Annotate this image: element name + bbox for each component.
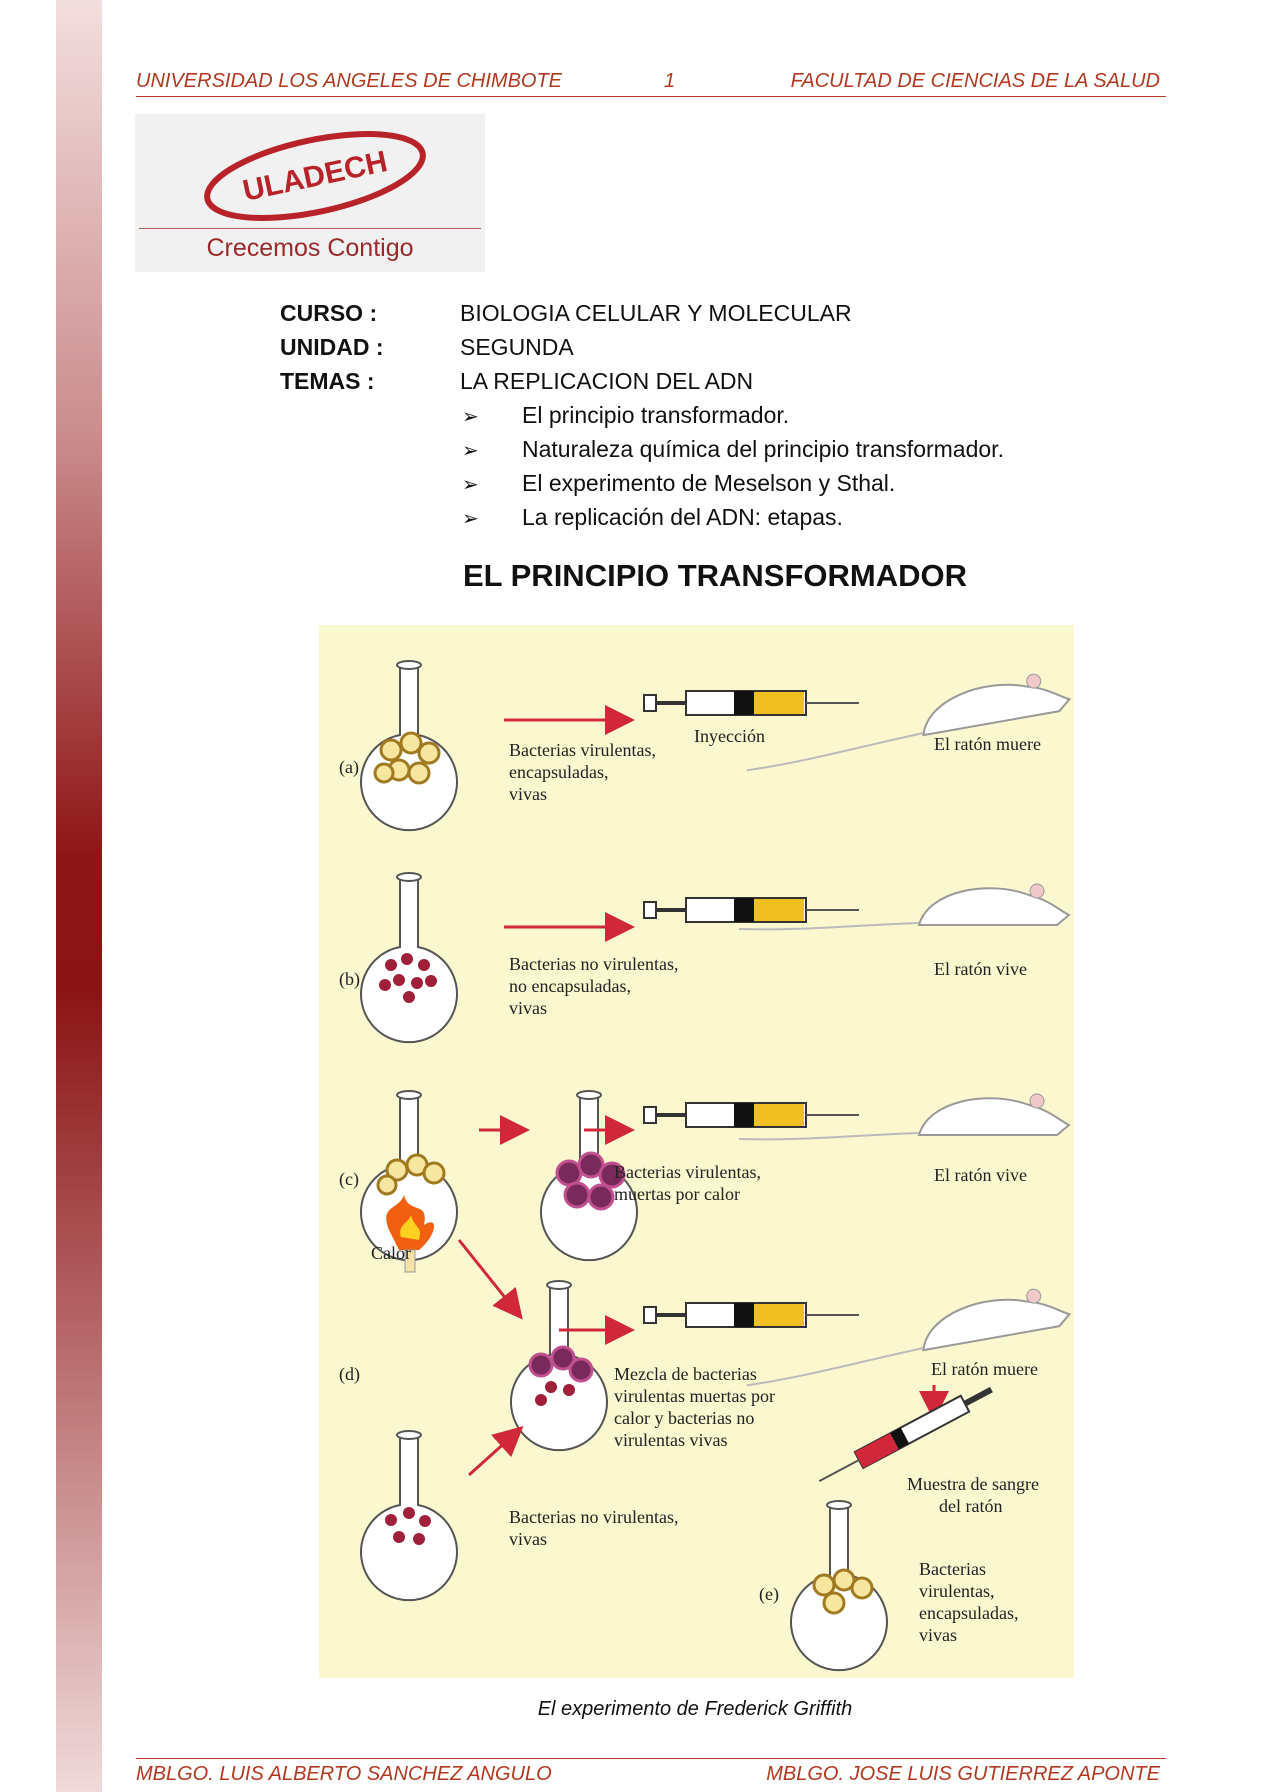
footer-author-left: MBLGO. LUIS ALBERTO SANCHEZ ANGULO	[136, 1763, 552, 1785]
uladech-seal-icon: ULADECH	[204, 131, 426, 221]
temas-value: LA REPLICACION DEL ADN	[460, 368, 754, 394]
header-page-number: 1	[664, 70, 676, 92]
svg-text:Calor: Calor	[371, 1243, 411, 1263]
svg-text:(b): (b)	[339, 969, 360, 990]
bullet-arrow-icon: ➢	[462, 508, 479, 530]
svg-text:virulentas vivas: virulentas vivas	[614, 1430, 727, 1450]
topic-bullet: ➢La replicación del ADN: etapas.	[462, 504, 843, 530]
svg-text:virulentas,: virulentas,	[919, 1581, 994, 1601]
svg-text:encapsuladas,: encapsuladas,	[919, 1603, 1018, 1623]
uladech-logo: ULADECH Crecemos Contigo	[135, 114, 485, 272]
temas-label: TEMAS :	[280, 368, 375, 394]
svg-text:vivas: vivas	[509, 1529, 547, 1549]
figure-caption: El experimento de Frederick Griffith	[537, 1698, 853, 1720]
svg-text:encapsuladas,: encapsuladas,	[509, 762, 608, 782]
logo-divider	[139, 228, 481, 229]
svg-text:vivas: vivas	[919, 1625, 957, 1645]
section-title: EL PRINCIPIO TRANSFORMADOR	[462, 558, 968, 593]
curso-label: CURSO :	[280, 300, 378, 326]
page-header: UNIVERSIDAD LOS ANGELES DE CHIMBOTE 1 FA…	[136, 70, 1166, 97]
page-sidebar-stripe	[56, 0, 102, 1792]
bullet-arrow-icon: ➢	[462, 474, 479, 496]
logo-tagline: Crecemos Contigo	[206, 234, 414, 262]
svg-text:(e): (e)	[759, 1584, 779, 1605]
bullet-arrow-icon: ➢	[462, 440, 479, 462]
svg-text:El ratón muere: El ratón muere	[934, 734, 1041, 754]
svg-text:Bacterias virulentas,: Bacterias virulentas,	[614, 1162, 761, 1182]
svg-text:muertas por calor: muertas por calor	[614, 1184, 740, 1204]
svg-text:Bacterias no virulentas,: Bacterias no virulentas,	[509, 1507, 678, 1527]
page-footer: MBLGO. LUIS ALBERTO SANCHEZ ANGULO MBLGO…	[136, 1758, 1166, 1787]
svg-text:vivas: vivas	[509, 784, 547, 804]
mixed-bacteria-cluster	[528, 1345, 594, 1406]
svg-text:Bacterias: Bacterias	[919, 1559, 986, 1579]
footer-author-right: MBLGO. JOSE LUIS GUTIERREZ APONTE	[766, 1763, 1160, 1785]
header-faculty: FACULTAD DE CIENCIAS DE LA SALUD	[790, 70, 1160, 92]
bullet-arrow-icon: ➢	[462, 406, 479, 428]
svg-text:Bacterias no virulentas,: Bacterias no virulentas,	[509, 954, 678, 974]
griffith-experiment-figure: (a) Inyección Bacterias virulentas, enca…	[319, 625, 1074, 1678]
unidad-value: SEGUNDA	[460, 334, 574, 360]
svg-text:Muestra de sangre: Muestra de sangre	[907, 1474, 1039, 1494]
topic-bullet: ➢Naturaleza química del principio transf…	[462, 436, 1004, 462]
heat-killed-bacteria-cluster	[555, 1151, 626, 1211]
svg-text:virulentas muertas por: virulentas muertas por	[614, 1386, 775, 1406]
svg-text:(a): (a)	[339, 757, 359, 778]
svg-text:Mezcla de bacterias: Mezcla de bacterias	[614, 1364, 757, 1384]
topic-bullet: ➢El principio transformador.	[462, 402, 790, 428]
svg-text:del ratón: del ratón	[939, 1496, 1002, 1516]
unidad-label: UNIDAD :	[280, 334, 384, 360]
svg-text:calor y bacterias no: calor y bacterias no	[614, 1408, 754, 1428]
svg-text:El ratón muere: El ratón muere	[931, 1359, 1038, 1379]
svg-text:(d): (d)	[339, 1364, 360, 1385]
svg-text:vivas: vivas	[509, 998, 547, 1018]
virulent-bacteria-cluster	[373, 731, 441, 785]
svg-text:El ratón vive: El ratón vive	[934, 959, 1027, 979]
header-university: UNIVERSIDAD LOS ANGELES DE CHIMBOTE	[136, 70, 563, 92]
svg-text:no encapsuladas,: no encapsuladas,	[509, 976, 631, 996]
svg-text:Inyección: Inyección	[694, 726, 765, 746]
curso-value: BIOLOGIA CELULAR Y MOLECULAR	[460, 300, 852, 326]
topic-bullet: ➢El experimento de Meselson y Sthal.	[462, 470, 896, 496]
svg-text:El ratón vive: El ratón vive	[934, 1165, 1027, 1185]
non-virulent-bacteria-cluster	[379, 953, 437, 1003]
svg-text:Bacterias virulentas,: Bacterias virulentas,	[509, 740, 656, 760]
svg-text:(c): (c)	[339, 1169, 359, 1190]
